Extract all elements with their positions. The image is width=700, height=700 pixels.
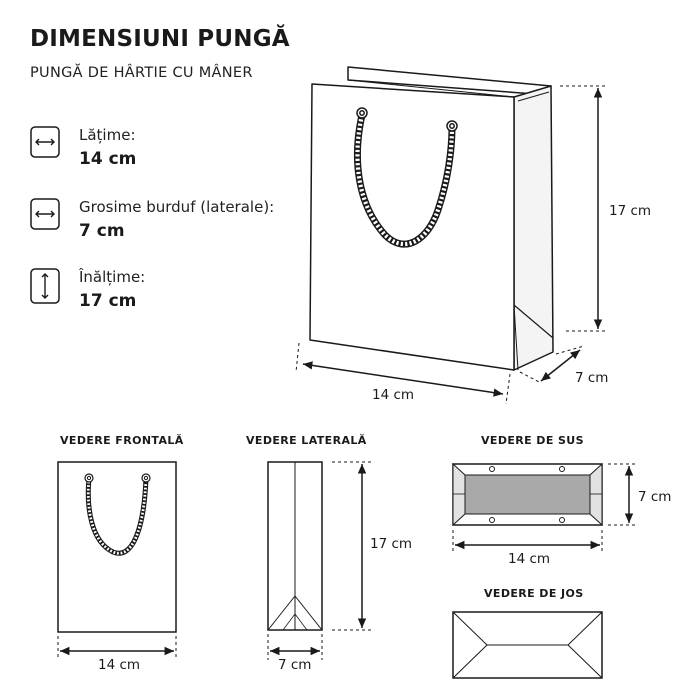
height-arrows-icon	[30, 268, 60, 304]
grommet-left	[356, 107, 368, 119]
perspective-height-label: 17 cm	[609, 203, 652, 219]
top-view-label: VEDERE DE SUS	[481, 434, 584, 447]
spec-gusset-label: Grosime burduf (laterale):	[79, 198, 275, 216]
top-view-drawing	[452, 462, 638, 552]
spec-height-label: Înălțime:	[79, 268, 146, 286]
grommet-right	[446, 120, 458, 132]
gusset-arrows-icon	[30, 198, 60, 230]
side-view-label: VEDERE LATERALĂ	[246, 434, 367, 447]
top-view-interior	[464, 474, 591, 515]
bottom-view-drawing	[452, 611, 603, 679]
front-view-width-label: 14 cm	[98, 657, 141, 673]
front-view-label: VEDERE FRONTALĂ	[60, 434, 184, 447]
spec-width-value: 14 cm	[79, 149, 137, 169]
side-view-drawing	[267, 461, 372, 660]
perspective-dimensions	[295, 85, 606, 405]
top-view-depth-label: 7 cm	[638, 489, 672, 505]
depth-dimension-line	[540, 349, 581, 382]
width-arrows-icon	[30, 126, 60, 158]
perspective-width-label: 14 cm	[372, 387, 415, 403]
bottom-view-label: VEDERE DE JOS	[484, 587, 584, 600]
bag-front-panel	[309, 83, 515, 371]
perspective-depth-label: 7 cm	[575, 370, 609, 386]
page-title: DIMENSIUNI PUNGĂ	[30, 26, 290, 52]
side-view-width-label: 7 cm	[278, 657, 312, 673]
front-view-drawing	[57, 461, 177, 660]
spec-gusset-value: 7 cm	[79, 221, 125, 241]
page-subtitle: PUNGĂ DE HÂRTIE CU MÂNER	[30, 65, 253, 81]
top-view-width-label: 14 cm	[508, 551, 551, 567]
width-dimension-line	[302, 361, 504, 397]
side-view-height-label: 17 cm	[370, 536, 413, 552]
spec-width-label: Lățime:	[79, 126, 136, 144]
spec-height-value: 17 cm	[79, 291, 137, 311]
front-view-panel	[57, 461, 177, 633]
perspective-bag	[309, 66, 554, 371]
bag-side-panel	[513, 85, 554, 371]
